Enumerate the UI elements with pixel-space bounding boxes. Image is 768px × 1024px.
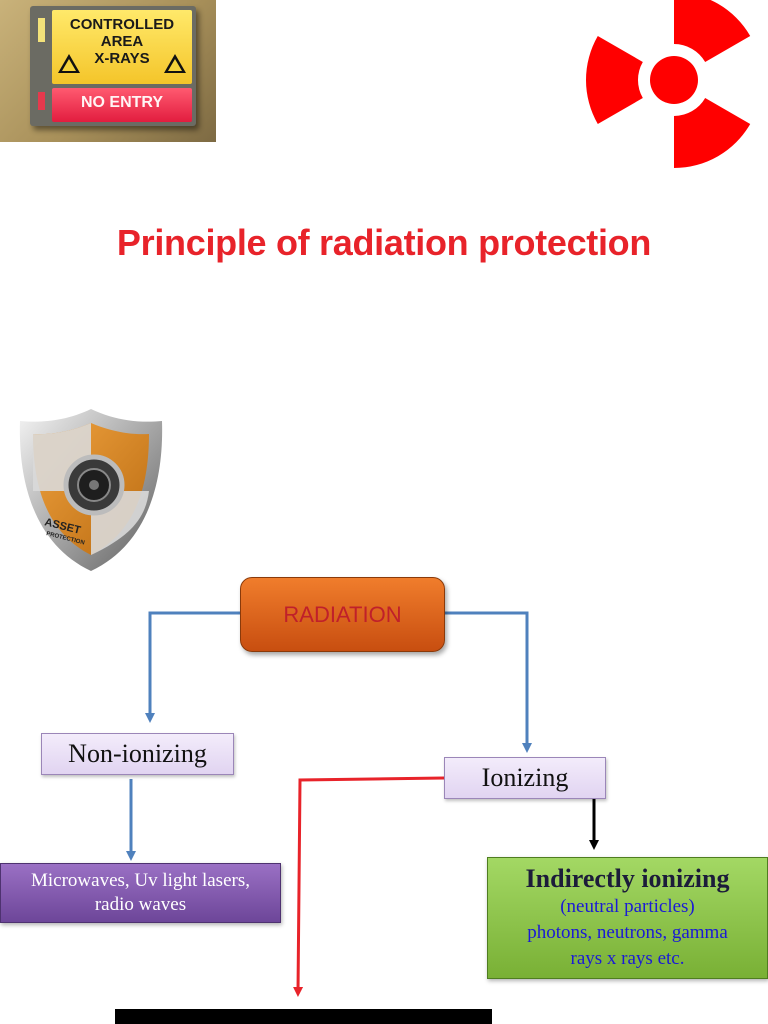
arrow-ionizing-to-direct bbox=[293, 776, 445, 997]
node-ionizing: Ionizing bbox=[444, 757, 606, 799]
sign-line-controlled: CONTROLLED bbox=[69, 16, 175, 33]
arrow-radiation-to-ionizing bbox=[445, 611, 532, 753]
page-title: Principle of radiation protection bbox=[116, 222, 652, 263]
indirect-line: rays x rays etc. bbox=[570, 948, 685, 969]
sign-upper-text: CONTROLLED AREA X-RAYS bbox=[52, 16, 192, 67]
indirect-line: (neutral particles) bbox=[560, 896, 695, 917]
controlled-area-sign-image: CONTROLLED AREA X-RAYS NO ENTRY bbox=[0, 0, 216, 142]
sign-line-area: AREA bbox=[100, 33, 144, 50]
radiation-warning-triangle-icon bbox=[164, 54, 186, 73]
node-radiation: RADIATION bbox=[240, 577, 445, 652]
node-directly-ionizing-partial bbox=[115, 1009, 492, 1024]
sign-upper-panel: CONTROLLED AREA X-RAYS bbox=[52, 10, 192, 84]
node-non-ionizing-examples: Microwaves, Uv light lasers, radio waves bbox=[0, 863, 281, 923]
examples-line: Microwaves, Uv light lasers, bbox=[31, 870, 250, 891]
sign-lower-panel: NO ENTRY bbox=[52, 88, 192, 122]
sign-no-entry-text: NO ENTRY bbox=[80, 94, 164, 111]
examples-line: radio waves bbox=[94, 894, 187, 915]
asset-protection-shield-icon: ASSET PROTECTION bbox=[19, 409, 163, 571]
indirect-heading: Indirectly ionizing bbox=[525, 864, 730, 893]
node-non-ionizing: Non-ionizing bbox=[41, 733, 234, 775]
arrow-radiation-to-nonionizing bbox=[145, 611, 240, 723]
radiation-warning-triangle-icon bbox=[58, 54, 80, 73]
node-indirectly-ionizing: Indirectly ionizing (neutral particles) … bbox=[487, 857, 768, 979]
sign-indicator-light-red bbox=[38, 92, 45, 110]
sign-line-xrays: X-RAYS bbox=[94, 50, 150, 67]
sign-indicator-light bbox=[38, 18, 45, 42]
radiation-trefoil-icon bbox=[586, 0, 751, 168]
indirect-line: photons, neutrons, gamma bbox=[527, 922, 728, 943]
